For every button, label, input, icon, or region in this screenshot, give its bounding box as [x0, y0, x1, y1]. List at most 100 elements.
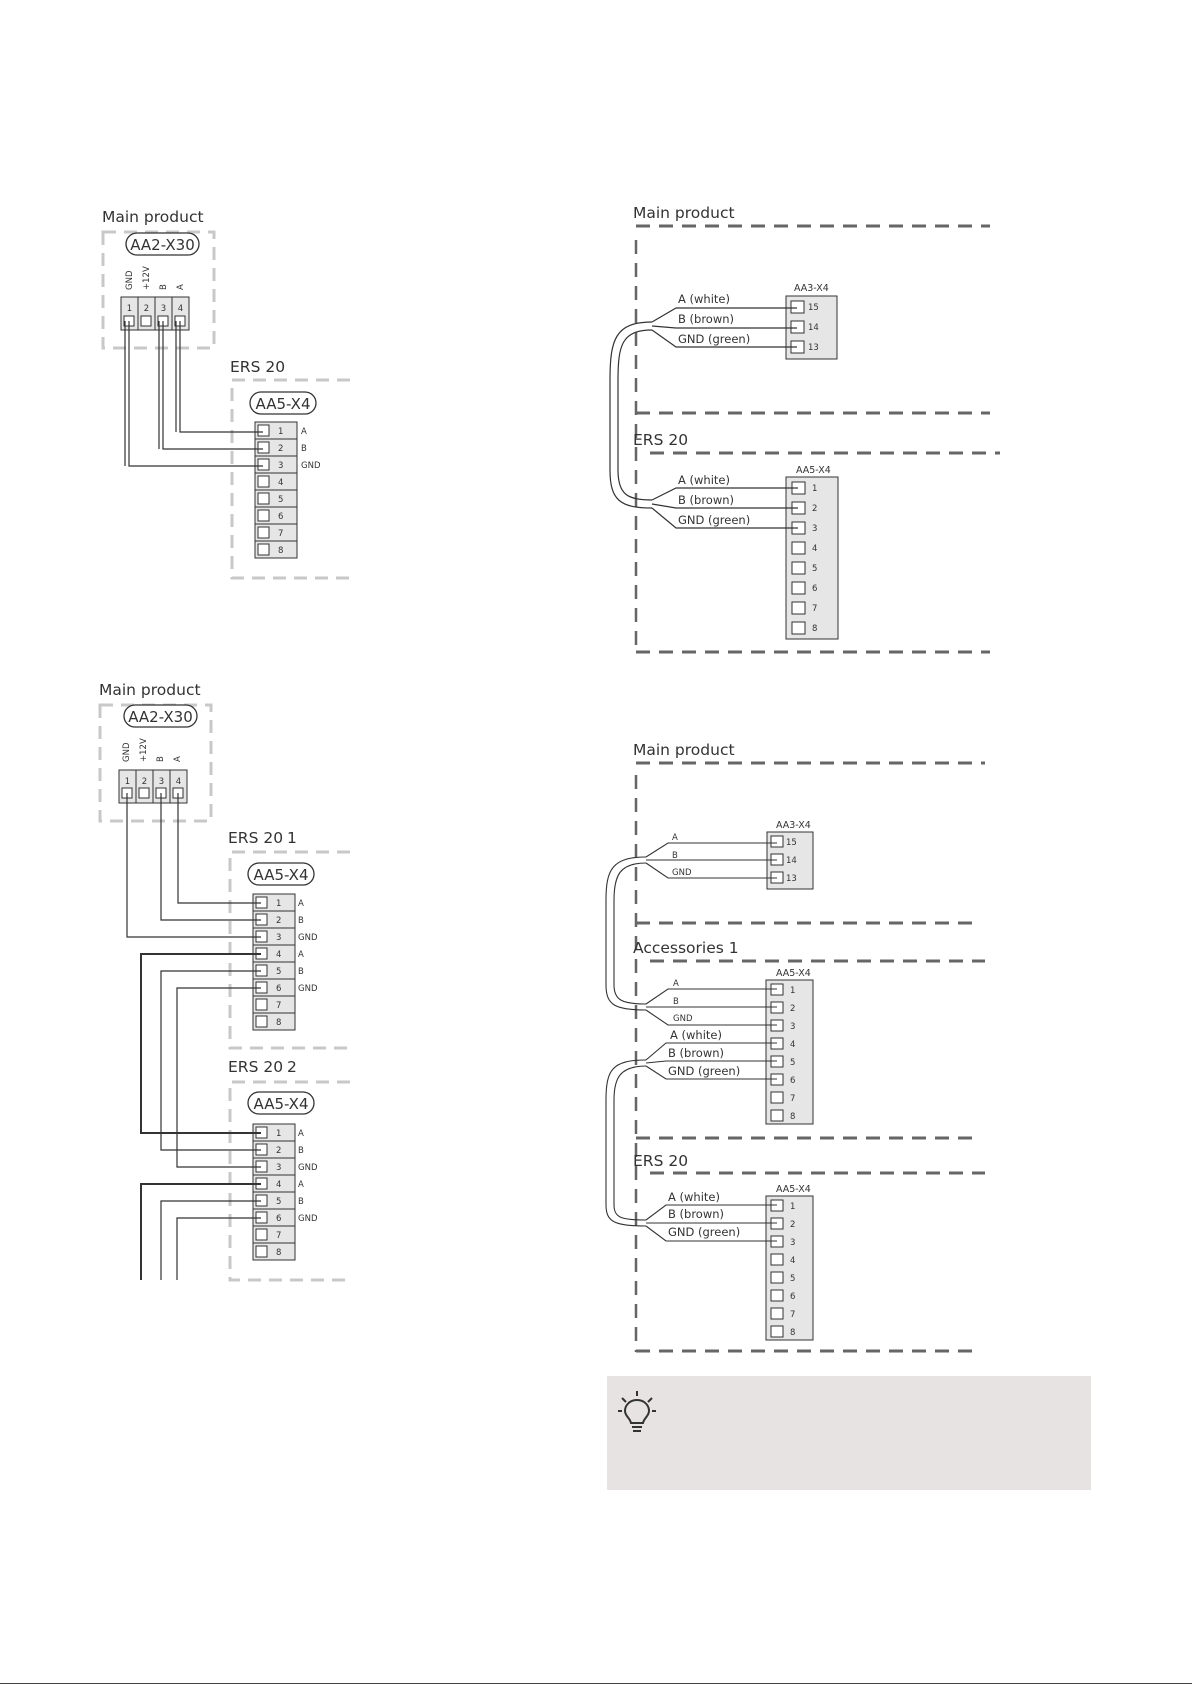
wire-label: A (white): [678, 292, 730, 306]
accessories-label: Accessories 1: [633, 939, 739, 957]
signal-label: GND: [298, 933, 318, 943]
pin-number: 15: [786, 838, 797, 848]
wire-label: A (white): [678, 473, 730, 487]
signal-label: GND: [298, 1163, 318, 1173]
tip-box: [607, 1376, 1091, 1490]
terminal-label: AA2-X30: [128, 708, 193, 726]
ers-1-boundary: [228, 850, 350, 1050]
ers-2-index: 2: [287, 1058, 297, 1076]
lightbulb-icon: [618, 1391, 656, 1432]
diagram-4: Main product AA3-X4 15 14 13 A B GND Acc…: [605, 741, 985, 1353]
pin-number: 1: [276, 899, 281, 909]
pin-label-gnd: GND: [122, 742, 132, 762]
diagram-2: Main product AA2-X30 GND +12V B A 1 2 3 …: [98, 681, 350, 1282]
ers-2-label: ERS 20: [228, 1058, 283, 1076]
pin-number: 2: [276, 916, 281, 926]
pin-number: 4: [790, 1040, 795, 1050]
pin-number: 1: [790, 1202, 795, 1212]
ers-boundary: [230, 378, 350, 580]
signal-label: B: [298, 916, 304, 926]
cables: [605, 842, 777, 1242]
diagram-3: Main product AA3-X4 15 14 13 A (white) B…: [609, 204, 1000, 654]
pin-number: 7: [790, 1310, 795, 1320]
wire-label: GND (green): [668, 1064, 740, 1078]
wire-label: B (brown): [678, 493, 734, 507]
terminal-badge: [249, 391, 317, 415]
signal-label: A: [298, 1180, 304, 1190]
wire-label: A: [672, 833, 678, 843]
pin-number: 3: [276, 1163, 281, 1173]
ers-label: ERS 20: [230, 358, 285, 376]
wire-label: B (brown): [678, 312, 734, 326]
pin-number: 4: [276, 1180, 281, 1190]
signal-label: A: [298, 899, 304, 909]
pin-label-b: B: [156, 756, 166, 762]
pin-number: 13: [808, 343, 819, 353]
signal-label: GND: [301, 461, 321, 471]
pin-number: 3: [161, 304, 166, 314]
wire-label: A (white): [668, 1190, 720, 1204]
pin-number: 3: [276, 933, 281, 943]
pin-label-12v: +12V: [139, 738, 149, 762]
pin-label-12v: +12V: [142, 266, 152, 290]
signal-label: A: [298, 1129, 304, 1139]
signal-label: GND: [298, 1214, 318, 1224]
ers-terminal-block: [785, 476, 839, 640]
main-product-boundary: [98, 703, 213, 823]
pin-number: 5: [790, 1274, 795, 1284]
pin-number: 14: [786, 856, 797, 866]
pin-number: 5: [812, 564, 817, 574]
wire-label: GND (green): [678, 513, 750, 527]
screw-terminal: [770, 835, 784, 848]
screw-terminal: [790, 320, 805, 334]
pin-number: 7: [278, 529, 283, 539]
page-bottom-rule: [0, 1683, 1192, 1684]
pin-number: 8: [276, 1018, 281, 1028]
pin-number: 3: [790, 1022, 795, 1032]
ers-terminal-label: AA5-X4: [776, 1184, 811, 1195]
wire-label: B: [673, 997, 679, 1007]
wire-label: B (brown): [668, 1207, 724, 1221]
main-terminal-label: AA3-X4: [794, 283, 829, 294]
cable: [609, 307, 798, 529]
screw-terminal: [138, 787, 150, 799]
wire-label: GND (green): [668, 1225, 740, 1239]
pin-number: 2: [144, 304, 149, 314]
pin-number: 2: [278, 444, 283, 454]
pin-number: 6: [276, 1214, 281, 1224]
pin-number: 7: [790, 1094, 795, 1104]
pin-number: 7: [276, 1231, 281, 1241]
pin-number: 6: [790, 1076, 795, 1086]
wire-label: A (white): [670, 1028, 722, 1042]
terminal-badge: [247, 1091, 315, 1115]
pin-number: 2: [812, 504, 817, 514]
pin-number: 1: [125, 777, 130, 787]
wire-label: GND (green): [678, 332, 750, 346]
pin-number: 1: [127, 304, 132, 314]
ers-terminal-label: AA5-X4: [796, 465, 831, 476]
acc-terminal-label: AA5-X4: [776, 968, 811, 979]
pin-number: 8: [790, 1112, 795, 1122]
pin-number: 4: [790, 1256, 795, 1266]
pin-number: 6: [812, 584, 817, 594]
pin-number: 3: [278, 461, 283, 471]
pin-number: 2: [276, 1146, 281, 1156]
terminal-badge: [125, 232, 200, 256]
ers-1-terminal-label: AA5-X4: [254, 866, 309, 884]
pin-number: 7: [812, 604, 817, 614]
pin-number: 1: [278, 427, 283, 437]
pin-number: 8: [278, 546, 283, 556]
pin-number: 6: [790, 1292, 795, 1302]
pin-number: 5: [790, 1058, 795, 1068]
signal-label: GND: [298, 984, 318, 994]
pin-number: 4: [278, 478, 283, 488]
pin-number: 6: [278, 512, 283, 522]
wire-label: GND: [672, 868, 692, 878]
ers-terminal-rows: [255, 424, 297, 556]
screw-terminal: [140, 315, 152, 327]
pin-number: 4: [812, 544, 817, 554]
pin-number: 4: [176, 777, 181, 787]
signal-label: A: [301, 427, 307, 437]
main-product-label: Main product: [633, 741, 735, 759]
